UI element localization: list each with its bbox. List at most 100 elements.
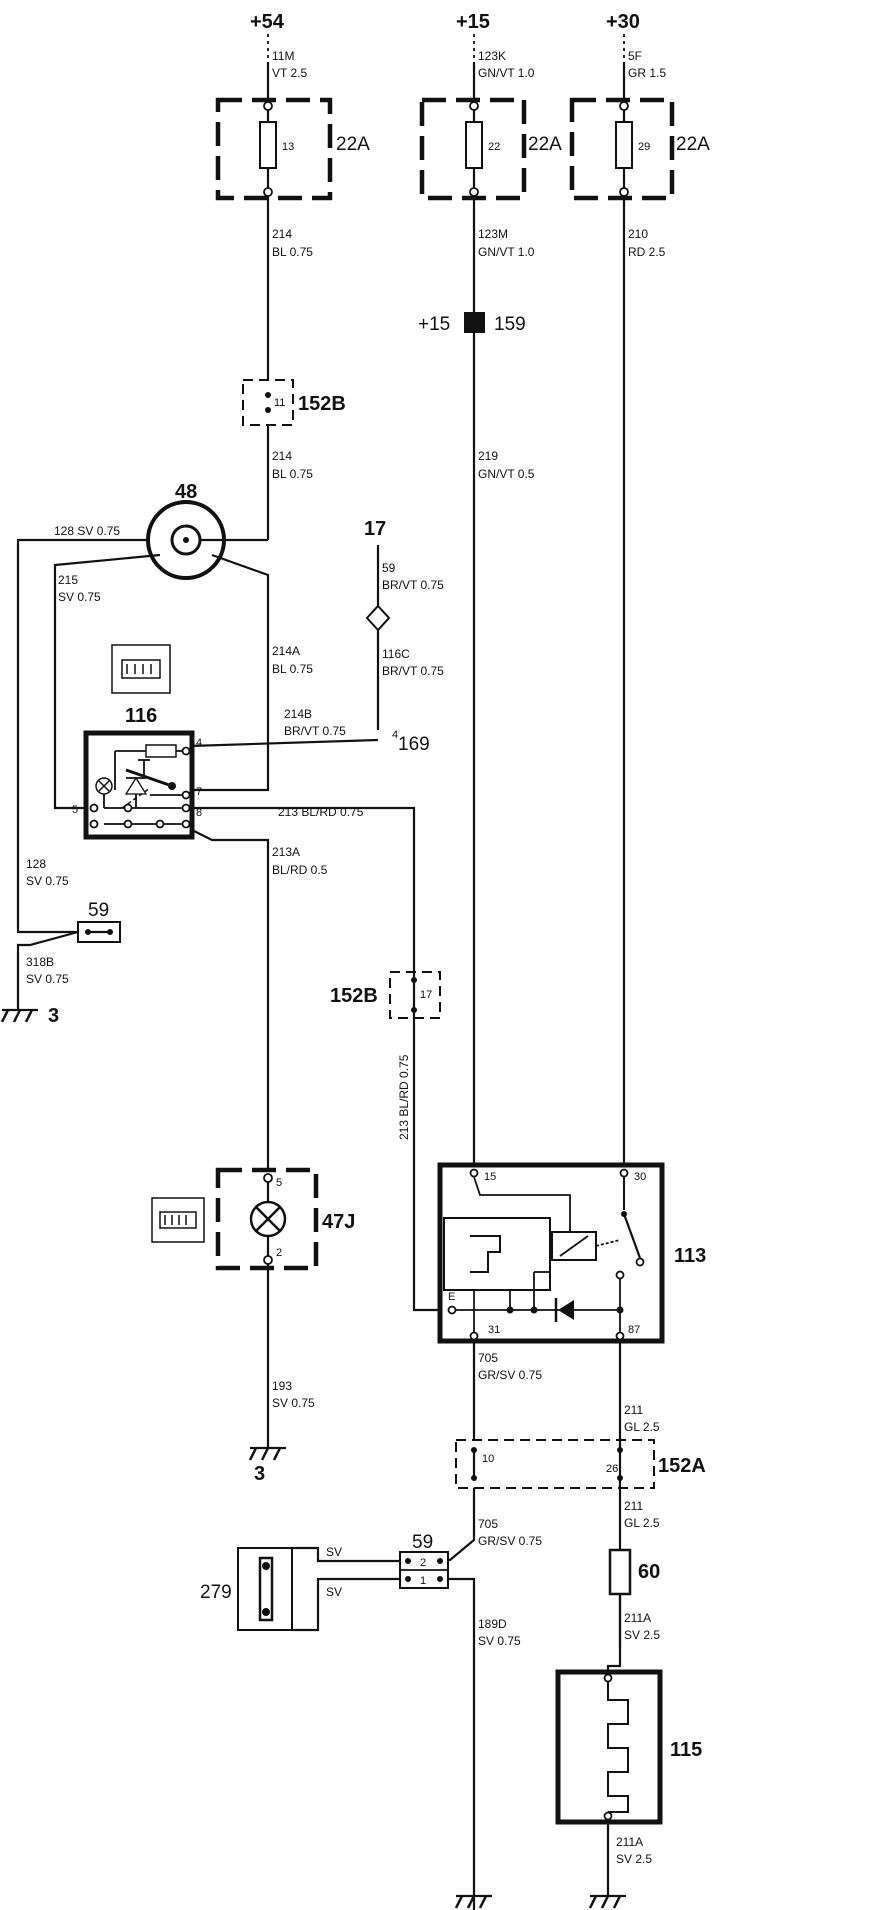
component-279-sensor: 279 [200,1547,293,1631]
wire-214a [190,553,270,792]
component-279-label: 279 [200,1582,232,1603]
wire-219-id: 219 [478,449,498,463]
wire-5f-spec: GR 1.5 [628,66,666,80]
component-60-label: 60 [638,1561,660,1583]
component-47j-label: 47J [322,1211,355,1233]
wire-123m-id: 123M [478,227,508,241]
connector-59-lower-label: 59 [412,1532,433,1553]
fuse-box-13-label: 22A [336,134,370,155]
connector-159: +15 159 [418,312,526,335]
ground-bottom-left [454,1894,492,1909]
pin-113-31: 31 [488,1324,500,1336]
fuse-box-29: 29 22A [569,62,710,201]
pin-10-label: 10 [482,1453,494,1465]
connector-152b-mid: 17 152B [330,971,441,1019]
pin-116-7: 7 [196,786,202,798]
pin-113-30: 30 [634,1171,646,1183]
wire-211a-upper-id: 211A [624,1611,651,1625]
fuse-box-22-label: 22A [528,134,562,155]
component-115-heater: 115 [555,1669,702,1825]
component-48-label: 48 [175,481,197,503]
wire-189d-spec: SV 0.75 [478,1634,521,1648]
wire-128-left-id: 128 [26,857,46,871]
component-115-label: 115 [670,1739,702,1761]
wire-189d-id: 189D [478,1617,507,1631]
wire-sv-upper-label: SV [326,1545,342,1559]
wire-214-upper-spec: BL 0.75 [272,245,313,259]
wire-214-upper-id: 214 [272,227,292,241]
wire-211a-lower-id: 211A [616,1835,643,1849]
wire-11m-id: 11M [272,49,294,63]
fuse-box-13: 13 22A [215,62,370,201]
wire-705-upper-spec: GR/SV 0.75 [478,1368,542,1382]
pin-17-label: 17 [420,989,432,1001]
wire-210-spec: RD 2.5 [628,245,666,259]
wire-213a [191,829,270,1172]
pin-47j-5: 5 [276,1177,282,1189]
connector-152b-mid-label: 152B [330,985,378,1007]
wire-705-upper-id: 705 [478,1351,498,1365]
wire-213a-spec: BL/RD 0.5 [272,863,328,877]
wire-123k-spec: GN/VT 1.0 [478,66,535,80]
wire-193-id: 193 [272,1379,292,1393]
fuse-22-label: 22 [488,141,500,153]
ground-3-left-label: 3 [48,1005,59,1027]
wire-213-vertical-label: 213 BL/RD 0.75 [397,1054,411,1140]
connector-17: 17 [364,518,391,730]
connector-59-lower: 59 2 1 [399,1532,449,1589]
wire-11m-spec: VT 2.5 [272,66,307,80]
wire-215-id: 215 [58,573,78,587]
wire-59-spec: BR/VT 0.75 [382,578,444,592]
wire-211-lower-id: 211 [624,1499,643,1513]
wire-214b-id: 214B [284,707,312,721]
fuse-13-label: 13 [282,141,294,153]
wire-210-id: 210 [628,227,648,241]
wire-214-mid-spec: BL 0.75 [272,467,313,481]
wire-116c-spec: BR/VT 0.75 [382,664,444,678]
connector-169-label: 169 [398,734,430,755]
pin-113-15: 15 [484,1171,496,1183]
wire-211-upper-spec: GL 2.5 [624,1420,660,1434]
wire-213-label: 213 BL/RD 0.75 [278,805,364,819]
component-47j-lamp: 5 2 47J [215,1167,355,1271]
supply-15-label: +15 [456,11,490,33]
wire-214a-id: 214A [272,644,300,658]
pin-116-4: 4 [196,737,202,749]
rear-defrost-symbol-lower [151,1197,205,1243]
wire-123m-spec: GN/VT 1.0 [478,245,535,259]
wire-211a-feed [606,1648,622,1674]
wire-213 [190,806,446,1312]
wire-193-spec: SV 0.75 [272,1396,315,1410]
wire-318b-spec: SV 0.75 [26,972,69,986]
pin-116-8: 8 [196,807,202,819]
wire-123k-id: 123K [478,49,506,63]
wire-705-lower-spec: GR/SV 0.75 [478,1534,542,1548]
supply-15-at-159: +15 [418,314,450,335]
wire-214-mid-id: 214 [272,449,292,463]
pin-59-2: 2 [420,1557,426,1569]
wire-5f-id: 5F [628,49,642,63]
ground-3-left: 3 [0,1005,59,1027]
supply-54-label: +54 [250,11,285,33]
wire-213a-id: 213A [272,845,300,859]
component-113-relay: 15 30 E 31 87 113 [437,1162,706,1344]
component-116-switch: 116 4 7 8 5 [72,705,202,840]
wire-211a-upper-spec: SV 2.5 [624,1628,660,1642]
pin-113-87: 87 [628,1324,640,1336]
ground-bottom-right [588,1894,626,1909]
component-17-label: 17 [364,518,386,540]
component-60-fuse: 60 [608,1548,660,1596]
supply-30-label: +30 [606,11,640,33]
pin-59-1: 1 [420,1575,426,1587]
wire-214a-spec: BL 0.75 [272,662,313,676]
rear-defrost-symbol-upper [111,644,171,694]
ground-3-mid-label: 3 [254,1463,265,1485]
fuse-box-29-label: 22A [676,134,710,155]
wire-215 [53,553,161,810]
component-116-label: 116 [125,705,157,727]
wire-sv-lower-label: SV [326,1585,342,1599]
wire-211-upper-id: 211 [624,1403,643,1417]
wire-705-lower-id: 705 [478,1517,498,1531]
connector-152a: 10 26 152A [455,1439,706,1489]
